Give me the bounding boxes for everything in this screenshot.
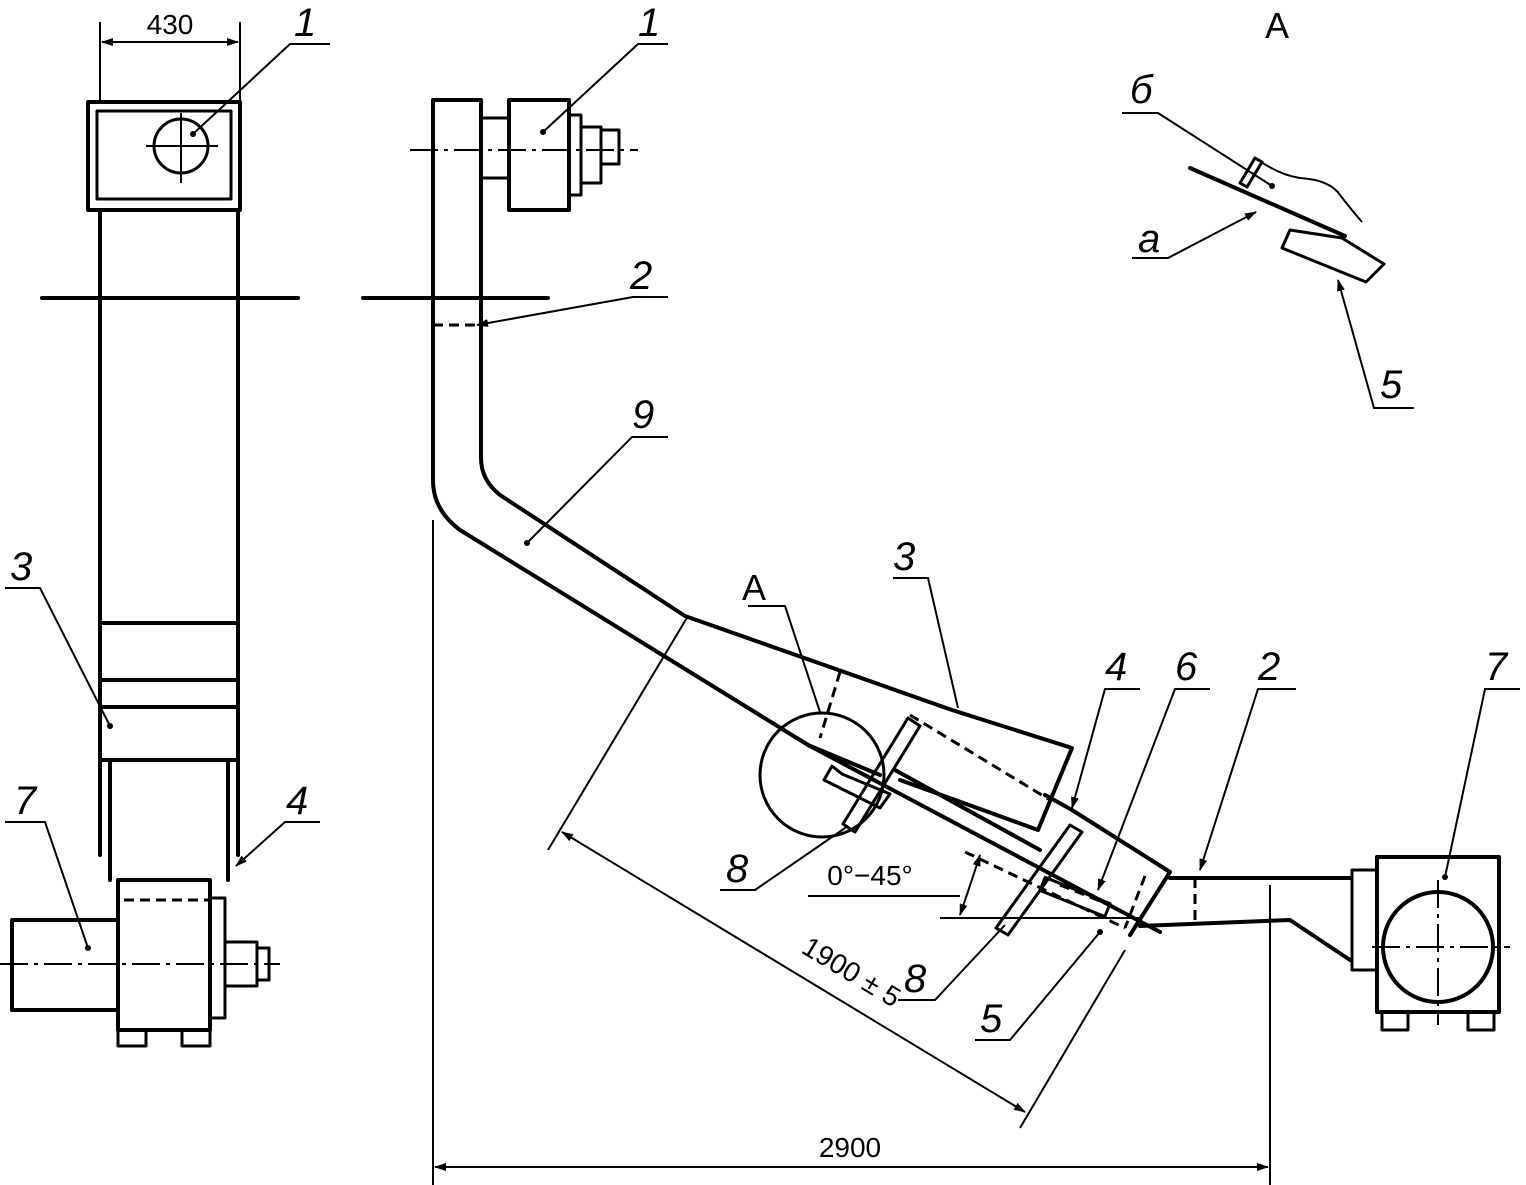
label-a: а	[1138, 217, 1160, 261]
angle-text: 0°−45°	[827, 860, 912, 891]
hidden-line-a	[818, 671, 842, 739]
right-drive-flange	[1350, 868, 1379, 972]
label-1-mid: 1	[638, 1, 660, 45]
leader-5-mid	[975, 931, 1101, 1041]
belt-end-contour	[1043, 793, 1172, 937]
right-foot-left	[1380, 1010, 1410, 1032]
leader-1-mid	[542, 43, 668, 133]
top-drive-shaft	[599, 128, 621, 166]
label-2-right: 2	[1257, 645, 1280, 689]
label-8-a: 8	[726, 847, 749, 891]
label-6: 6	[1175, 645, 1198, 689]
view-a-title: A	[1265, 5, 1289, 46]
hidden-line-b	[909, 713, 1051, 802]
foot-left	[116, 1028, 148, 1048]
detail-view-a: A б а 5	[1122, 5, 1414, 409]
leader-2-mid	[476, 296, 668, 327]
dim-2900-text: 2900	[819, 1132, 881, 1163]
label-1-left: 1	[294, 1, 316, 45]
leader-1-mid-dot	[540, 129, 546, 135]
top-drive-housing	[86, 100, 242, 212]
leader-5-mid-dot	[1097, 929, 1103, 935]
leader-1-left	[192, 43, 330, 135]
scraper-5	[1038, 875, 1112, 919]
leader-7-left	[5, 821, 89, 949]
belt-upper-edge	[893, 768, 1042, 852]
leader-7-right-dot	[1442, 874, 1448, 880]
leader-3-left-dot	[107, 723, 113, 729]
leader-9-dot	[524, 540, 530, 546]
leader-8-a	[720, 825, 849, 891]
top-drive-coupling	[579, 125, 603, 185]
bottom-gearbox	[116, 878, 212, 1032]
top-drive-flange	[479, 116, 511, 180]
label-5-mid: 5	[980, 997, 1003, 1041]
leader-3-mid	[893, 577, 959, 709]
chute-outer-contour	[431, 98, 1074, 832]
dim-430-text: 430	[147, 9, 194, 40]
leader-3-left	[5, 587, 111, 727]
angle-arc	[959, 854, 981, 916]
chute-inner-contour	[431, 98, 882, 777]
detail-break-line	[1257, 159, 1363, 223]
dim-1900-line	[561, 831, 1026, 1113]
label-5-detail: 5	[1380, 363, 1403, 407]
label-4-left: 4	[286, 779, 308, 823]
foot-right	[180, 1028, 212, 1048]
leader-8-b	[898, 924, 1006, 1001]
label-9: 9	[632, 393, 654, 437]
label-7-left: 7	[14, 779, 38, 823]
dim-1900-ext-2	[1019, 949, 1126, 1129]
leader-b	[1122, 112, 1273, 187]
right-foot-right	[1466, 1010, 1496, 1032]
leader-7-left-dot	[85, 945, 91, 951]
leader-7-right	[1444, 688, 1520, 878]
dim-1900-text: 1900 ± 5	[797, 931, 906, 1014]
detail-scraper-5	[1280, 228, 1386, 284]
label-2-mid: 2	[629, 254, 652, 298]
hidden-line-d	[1123, 875, 1147, 929]
label-3-left: 3	[10, 545, 32, 589]
detail-belt-line	[1188, 166, 1347, 238]
leader-1-left-dot	[190, 131, 196, 137]
label-4-mid: 4	[1105, 645, 1127, 689]
leader-9	[526, 436, 668, 544]
leader-4-left	[235, 821, 320, 867]
cleaner-bracket-1	[822, 764, 892, 810]
leader-a	[1132, 211, 1257, 259]
label-7-right: 7	[1485, 645, 1509, 689]
view-a-marker: A	[742, 567, 766, 608]
leader-a-detail	[748, 605, 821, 713]
left-side-view: 430 1 3 7 4	[0, 1, 330, 1048]
leader-2-right	[1199, 688, 1296, 871]
dim-1900-ext-1	[547, 615, 689, 851]
leader-6	[1097, 688, 1210, 891]
label-3-mid: 3	[893, 535, 915, 579]
leader-5-detail	[1337, 279, 1414, 409]
label-b: б	[1130, 68, 1154, 112]
top-drive-housing-inner	[95, 109, 233, 201]
outlet-bottom	[1138, 918, 1352, 962]
leader-4-mid	[1071, 688, 1140, 809]
coupling-flange	[208, 896, 227, 1020]
main-side-view: 0°−45° 1900 ± 5 2900 1 2 9 3 4 6 2 7 8	[361, 1, 1520, 1185]
label-8-b: 8	[904, 957, 927, 1001]
